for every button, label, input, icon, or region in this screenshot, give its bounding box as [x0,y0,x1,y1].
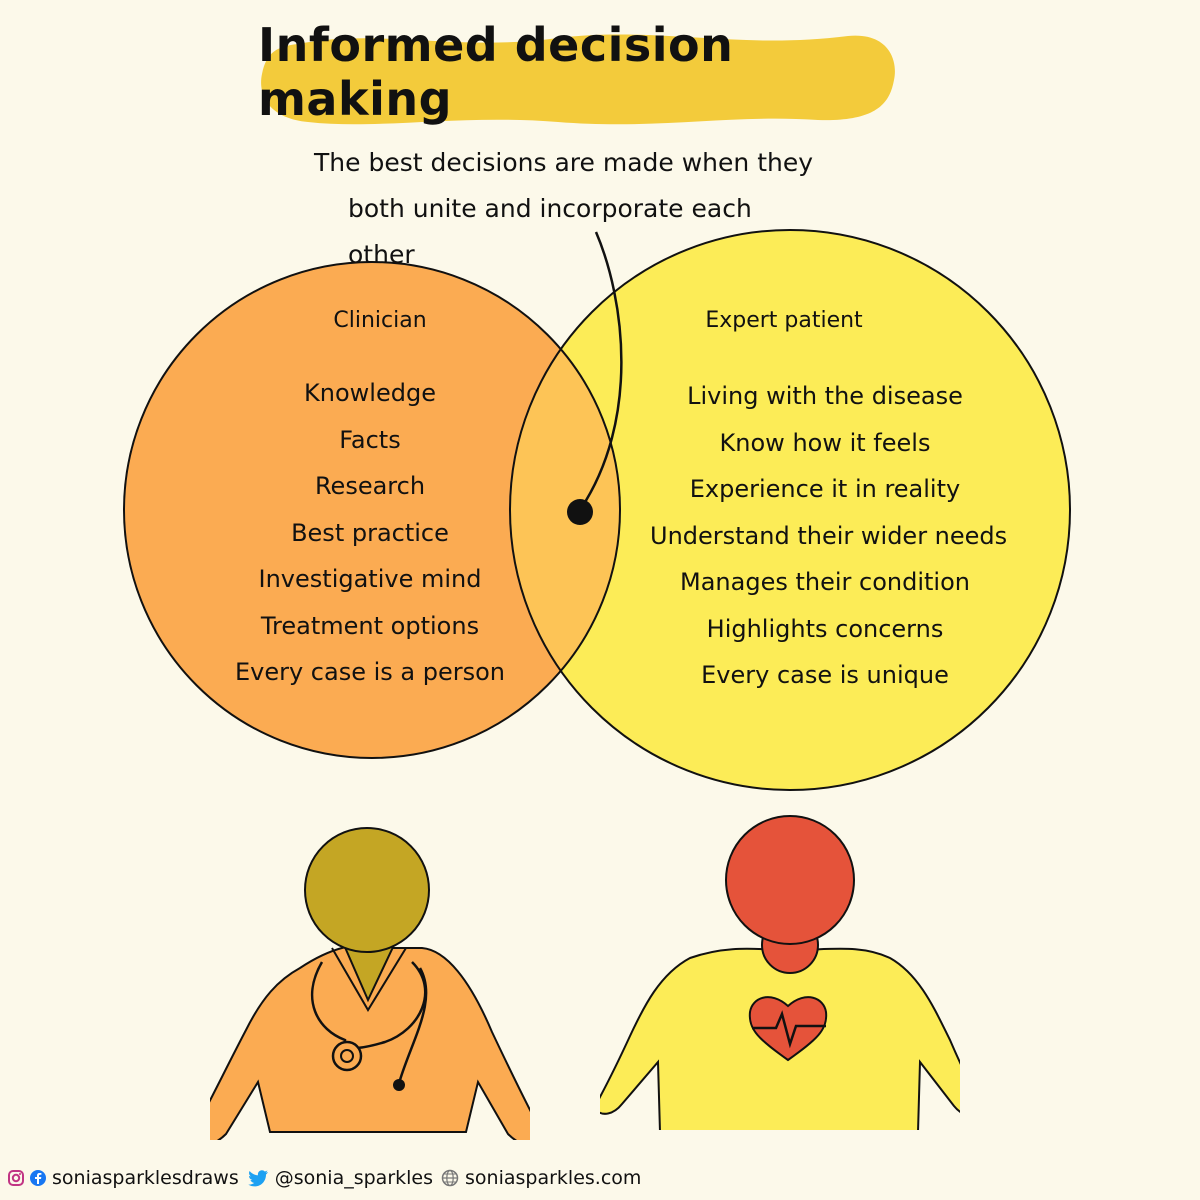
instagram-icon [8,1170,24,1186]
social-website[interactable]: soniasparkles.com [441,1167,641,1189]
website-link: soniasparkles.com [465,1167,642,1189]
stethoscope-icon [311,961,428,1091]
footer: soniasparklesdraws @sonia_sparkles sonia… [8,1163,641,1193]
list-item: Every case is unique [701,661,949,689]
clinician-collar [331,947,407,1012]
list-item: Knowledge [304,379,436,407]
title-blob [261,34,895,125]
page-title: Informed decision making [258,18,734,126]
clinician-figure [210,827,530,1140]
patient-list: Living with the disease Know how it feel… [650,373,1008,699]
twitter-handle: @sonia_sparkles [274,1167,434,1189]
list-item: Every case is a person [234,658,506,686]
list-item: Living with the disease [687,382,963,410]
list-item: Research [314,472,426,500]
clinician-heading: Clinician [333,308,427,333]
subtitle-line-1: The best decisions are made when they [314,148,814,177]
title-banner: Informed decision making [258,18,898,132]
clinician-list: Knowledge Facts Research Best practice I… [205,370,535,696]
clinician-head [304,827,430,953]
list-item: Know how it feels [719,428,931,457]
list-item: Understand their wider needs [650,521,1008,550]
list-item: Treatment options [260,611,480,640]
list-item: Experience it in reality [689,475,961,503]
subtitle-line-2: both unite and incorporate each other [348,194,752,269]
heart-pulse-icon [748,996,828,1062]
twitter-icon [248,1170,268,1187]
title-blob-shape [261,34,895,125]
list-item: Investigative mind [258,565,482,593]
pointer-dot [567,499,593,525]
instagram-handle: soniasparklesdraws [52,1167,239,1189]
clinician-body [210,944,530,1140]
list-item: Manages their condition [680,568,970,596]
patient-heading: Expert patient [705,308,863,333]
globe-icon [441,1169,459,1187]
patient-head [725,815,855,945]
list-item: Facts [339,425,401,454]
list-item: Highlights concerns [706,614,944,643]
patient-figure [600,815,960,1130]
social-instagram-facebook[interactable]: soniasparklesdraws [8,1167,239,1189]
subtitle: The best decisions are made when they bo… [300,140,820,278]
list-item: Best practice [291,518,449,547]
social-twitter[interactable]: @sonia_sparkles [247,1167,433,1189]
facebook-icon [30,1170,46,1186]
